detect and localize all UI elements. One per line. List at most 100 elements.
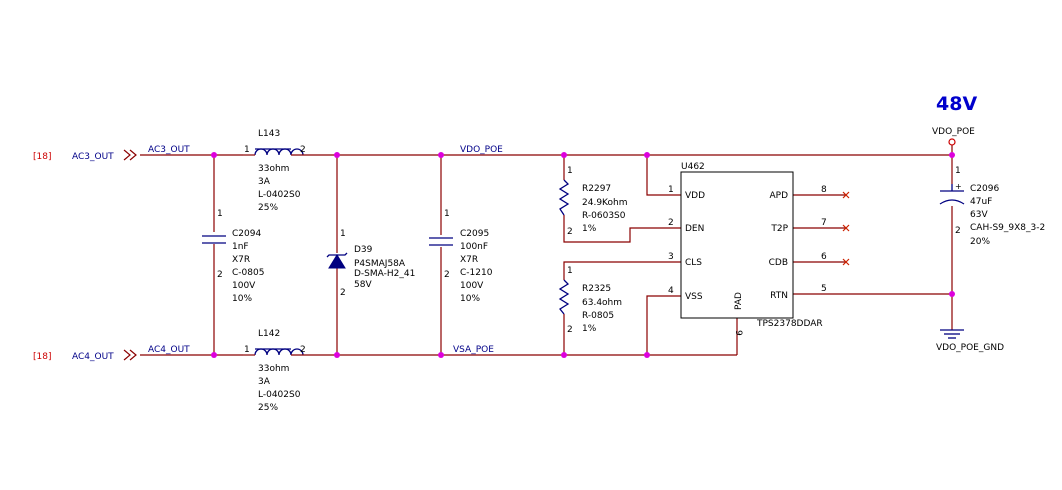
value-label: 47uF: [970, 197, 992, 207]
value-label: 25%: [258, 203, 278, 213]
capacitor-c2095: 1 2 C2095 100nF X7R C-1210 100V 10%: [429, 209, 493, 304]
port-ref: [18]: [33, 152, 51, 162]
pin-name: DEN: [685, 224, 704, 234]
value-label: 33ohm: [258, 164, 289, 174]
value-label: C-1210: [460, 268, 493, 278]
ref-label: L142: [258, 329, 280, 339]
junction-dots: [211, 152, 955, 358]
diode-d39: 1 2 D39 P4SMAJ58A D-SMA-H2_41 58V: [326, 229, 415, 298]
port-label: AC4_OUT: [72, 352, 114, 362]
pin-number: 1: [340, 229, 346, 239]
port-label: AC3_OUT: [72, 152, 114, 162]
value-label: 58V: [354, 280, 372, 290]
port-ac4: [18] AC4_OUT AC4_OUT: [33, 345, 190, 362]
pin-name: VSS: [685, 292, 703, 302]
pin-number: 1: [244, 145, 250, 155]
inductor-l143: L143 1 2 33ohm 3A L-0402S0 25%: [243, 129, 310, 213]
capacitor-c2096: + 1 2 C2096 47uF 63V CAH-S9_9X8_3-2 20%: [939, 166, 1045, 247]
pin-name: PAD: [734, 292, 744, 310]
pin-number: 2: [567, 325, 573, 335]
pin-number: 2: [444, 270, 450, 280]
value-label: R-0603S0: [582, 211, 626, 221]
pin-number: 7: [821, 218, 827, 228]
net-label: VDO_POE: [932, 127, 975, 137]
wires: [140, 143, 953, 356]
value-label: 10%: [460, 294, 480, 304]
value-label: 24.9Kohm: [582, 198, 627, 208]
pin-number: 9: [733, 330, 743, 336]
pin-number: 6: [821, 252, 827, 262]
net-label: AC3_OUT: [148, 145, 190, 155]
resistor-r2297: 1 2 R2297 24.9Kohm R-0603S0 1%: [558, 166, 627, 237]
value-label: 1%: [582, 224, 597, 234]
net-label: VDO_POE_GND: [936, 343, 1004, 353]
pin-number: 2: [217, 270, 223, 280]
pin-number: 1: [244, 345, 250, 355]
resistor-r2325: 1 2 R2325 63.4ohm R-0805 1%: [558, 266, 622, 335]
vdo-output-port: VDO_POE: [932, 127, 975, 146]
pin-name: VDD: [685, 191, 705, 201]
ref-label: C2095: [460, 229, 489, 239]
pin-number: 2: [300, 345, 306, 355]
value-label: X7R: [460, 255, 478, 265]
pin-number: 2: [668, 218, 674, 228]
pin-number: 2: [300, 145, 306, 155]
value-label: 63.4ohm: [582, 298, 622, 308]
svg-text:+: +: [955, 182, 962, 191]
value-label: X7R: [232, 255, 250, 265]
pin-number: 1: [567, 266, 573, 276]
pin-name: APD: [769, 191, 788, 201]
ref-label: C2094: [232, 229, 261, 239]
pin-number: 1: [444, 209, 450, 219]
port-ref: [18]: [33, 352, 51, 362]
value-label: 1%: [582, 324, 597, 334]
pin-number: 3: [668, 252, 674, 262]
ic-ref: U462: [681, 162, 705, 172]
pin-number: 2: [567, 227, 573, 237]
pin-name: RTN: [770, 291, 788, 301]
pin-number: 8: [821, 185, 827, 195]
ground-symbol: VDO_POE_GND: [936, 329, 1004, 353]
capacitor-c2094: 1 2 C2094 1nF X7R C-0805 100V 10%: [202, 209, 264, 304]
value-label: CAH-S9_9X8_3-2: [970, 223, 1045, 233]
pin-name: CDB: [769, 258, 788, 268]
ref-label: R2325: [582, 284, 611, 294]
port-ac3: [18] AC3_OUT AC3_OUT: [33, 145, 190, 162]
pin-number: 2: [955, 226, 961, 236]
ref-label: C2096: [970, 184, 999, 194]
pin-number: 1: [567, 166, 573, 176]
pin-name: CLS: [685, 258, 702, 268]
value-label: C-0805: [232, 268, 264, 278]
ref-label: R2297: [582, 184, 611, 194]
pin-number: 5: [821, 284, 827, 294]
no-connect-markers: [842, 191, 850, 266]
net-label: AC4_OUT: [148, 345, 190, 355]
value-label: 3A: [258, 377, 271, 387]
voltage-headline: 48V: [936, 93, 977, 115]
value-label: 10%: [232, 294, 252, 304]
value-label: 100V: [232, 281, 256, 291]
pin-number: 2: [340, 288, 346, 298]
inductor-l142: L142 1 2 33ohm 3A L-0402S0 25%: [243, 329, 310, 413]
ic-part: TPS2378DDAR: [756, 319, 823, 329]
value-label: 63V: [970, 210, 988, 220]
value-label: L-0402S0: [258, 190, 301, 200]
value-label: 25%: [258, 403, 278, 413]
value-label: L-0402S0: [258, 390, 301, 400]
ref-label: L143: [258, 129, 280, 139]
pin-number: 4: [668, 286, 674, 296]
pin-number: 1: [217, 209, 223, 219]
ic-u462: U462 TPS2378DDAR 1 VDD 2 DEN 3 CLS 4 VSS…: [668, 162, 827, 336]
value-label: 3A: [258, 177, 271, 187]
pin-number: 1: [955, 166, 961, 176]
value-label: P4SMAJ58A: [354, 259, 406, 269]
value-label: 100V: [460, 281, 484, 291]
value-label: D-SMA-H2_41: [354, 269, 415, 279]
pin-number: 1: [668, 185, 674, 195]
net-label-vdo: VDO_POE: [460, 145, 503, 155]
value-label: 100nF: [460, 242, 488, 252]
net-label-vsa: VSA_POE: [453, 345, 494, 355]
value-label: R-0805: [582, 311, 614, 321]
pin-name: T2P: [770, 224, 788, 234]
